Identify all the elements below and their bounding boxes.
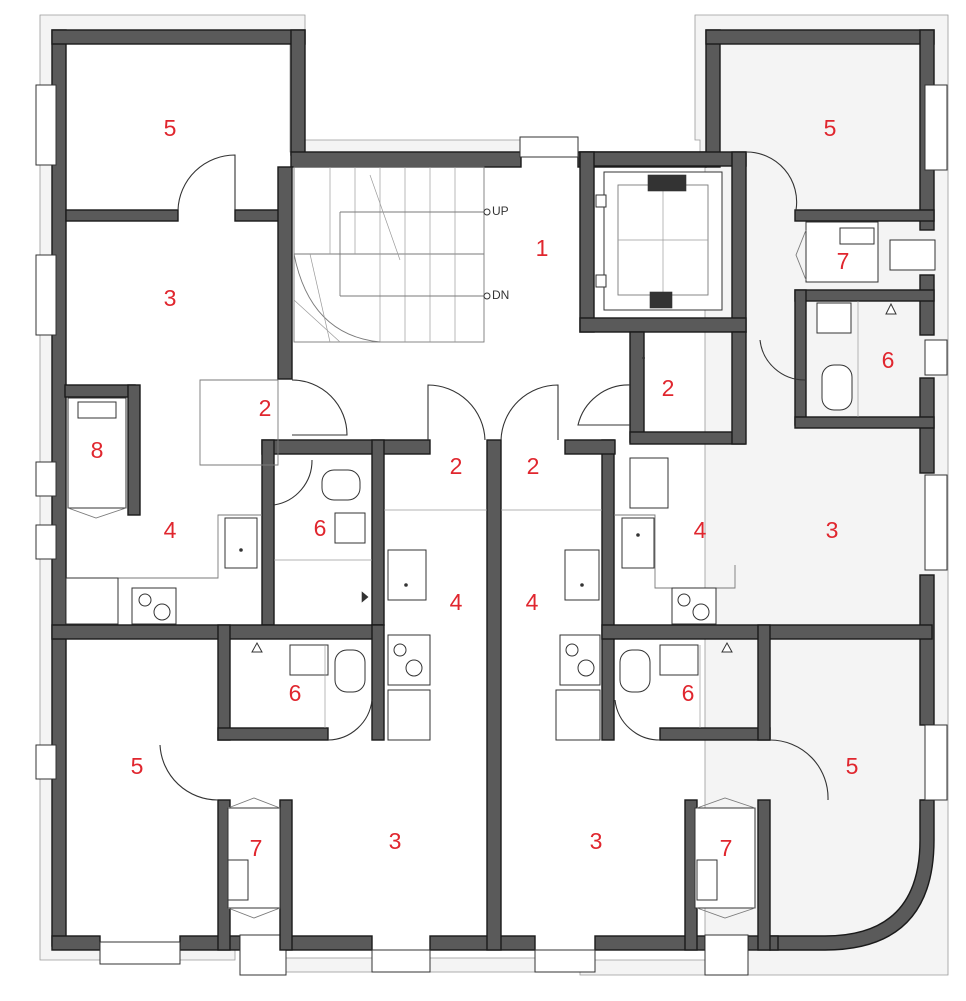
door-swings: [159, 151, 829, 801]
stair-down-label: DN: [492, 288, 509, 302]
room-label-5: 5: [846, 753, 859, 779]
room-label-2: 2: [662, 375, 675, 401]
closet-fixtures: [64, 221, 879, 919]
windows: [35, 84, 948, 976]
room-label-6: 6: [314, 515, 327, 541]
room-label-6: 6: [882, 347, 895, 373]
room-label-6: 6: [289, 680, 302, 706]
room-label-7: 7: [720, 835, 733, 861]
room-label-2: 2: [450, 453, 463, 479]
stair: [293, 166, 491, 343]
stair-up-label: UP: [492, 204, 509, 218]
room-label-2: 2: [527, 453, 540, 479]
elevator: [595, 171, 723, 311]
room-label-5: 5: [164, 115, 177, 141]
room-label-6: 6: [682, 680, 695, 706]
room-label-7: 7: [837, 248, 850, 274]
room-label-3: 3: [590, 828, 603, 854]
room-label-8: 8: [91, 437, 104, 463]
room-label-3: 3: [826, 517, 839, 543]
room-label-2: 2: [259, 395, 272, 421]
room-label-3: 3: [164, 285, 177, 311]
room-label-4: 4: [694, 517, 707, 543]
room-label-4: 4: [450, 589, 463, 615]
room-label-4: 4: [164, 517, 177, 543]
interior-walls: [51, 151, 935, 951]
bathroom-fixtures: [251, 301, 897, 728]
room-label-1: 1: [536, 235, 549, 261]
room-label-5: 5: [131, 753, 144, 779]
exterior-walls: [51, 29, 935, 951]
kitchen-fixtures: [65, 457, 736, 741]
room-labels: 1 2 2 2 2 3 3 3 3 4 4 4 4 5 5 5 5 6 6 6 …: [91, 115, 895, 861]
stair-direction-labels: UP DN: [492, 204, 509, 302]
room-label-3: 3: [389, 828, 402, 854]
room-label-5: 5: [824, 115, 837, 141]
room-label-4: 4: [526, 589, 539, 615]
room-label-7: 7: [250, 835, 263, 861]
